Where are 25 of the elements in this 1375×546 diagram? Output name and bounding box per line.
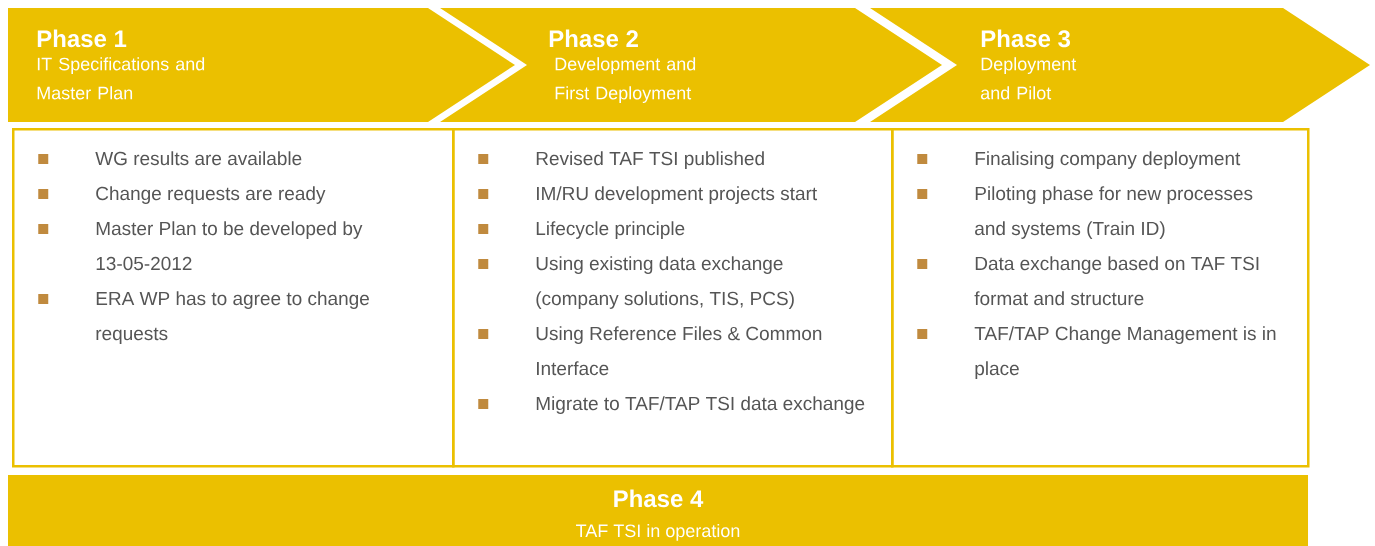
content-box [891, 128, 1310, 468]
list-item: Using existing data exchange (company solutions, TIS, PCS) [536, 256, 794, 309]
list-item: Migrate to TAF/TAP TSI data exchange [536, 396, 865, 414]
list-item: Data exchange based on TAF TSI format and structure [974, 256, 1259, 306]
phase-heading: Phase 4 [614, 489, 704, 508]
phase-subtitle: TAF TSI in operation [576, 523, 740, 541]
phase-heading: Phase 3 [981, 29, 1071, 48]
list-item: Finalising company deployment [975, 151, 1241, 169]
phase-subtitle: IT Specifications and Master Plan [37, 57, 205, 100]
list-item: Lifecycle principle [536, 221, 685, 239]
list-item: WG results are available [95, 151, 302, 166]
list-item: TAF/TAP Change Management is in place [974, 326, 1276, 379]
list-item: Piloting phase for new processes and systems (Train ID) [975, 186, 1253, 239]
list-item: IM/RU development projects start [537, 186, 817, 204]
phase-subtitle: Deployment and Pilot [981, 57, 1077, 100]
list-item: Change requests are ready [96, 186, 326, 204]
list-item: Master Plan to be developed by 13-05-2012 [96, 221, 363, 271]
list-item: Revised TAF TSI published [536, 151, 764, 169]
phase-heading: Phase 1 [37, 29, 127, 48]
content-box [452, 128, 894, 468]
phase-subtitle: Development and First Deployment [555, 57, 696, 103]
list-item: Using Reference Files & Common Interface [536, 326, 822, 376]
list-item: ERA WP has to agree to change requests [96, 291, 369, 344]
content-box [12, 128, 455, 468]
phase-heading: Phase 2 [549, 29, 638, 48]
